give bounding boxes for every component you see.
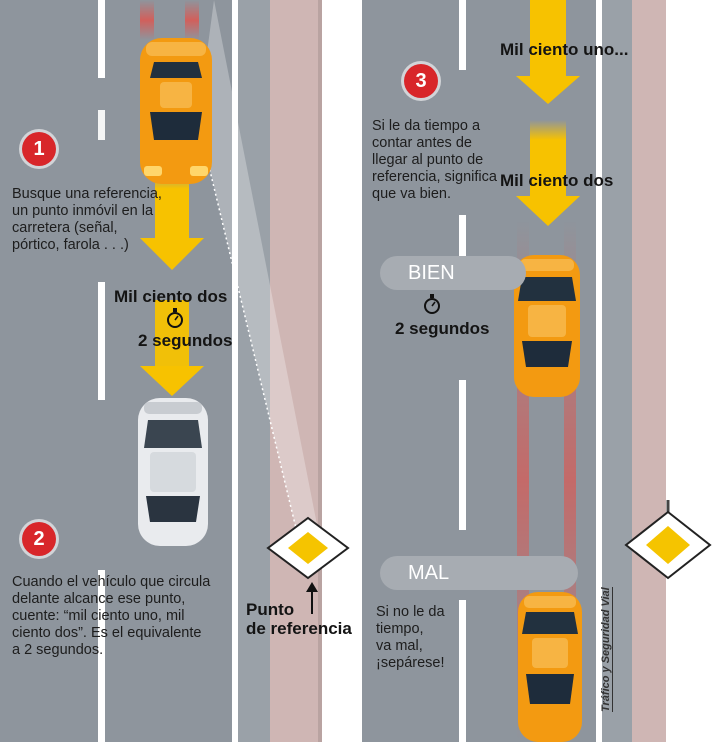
step-3-line: llegar al punto de <box>372 152 484 168</box>
reference-label-line: Punto <box>246 600 295 619</box>
right-seconds-label: 2 segundos <box>395 319 490 338</box>
right-distance-arrow <box>516 0 580 226</box>
credit-label: Tráfico y Seguridad Vial <box>600 587 613 712</box>
step-1-line: Busque una referencia, <box>12 186 162 202</box>
step-1-text: Busque una referencia, un punto inmóvil … <box>12 186 162 254</box>
left-orange-car <box>140 38 212 184</box>
step-2-badge: 2 <box>22 522 56 556</box>
step-3-line: que va bien. <box>372 186 452 202</box>
right-shoulder <box>632 0 666 742</box>
right-road-edge-line <box>596 0 602 742</box>
bad-text-line: va mal, <box>376 638 423 654</box>
step-2-line: ciento dos”. Es el equivalente <box>12 625 202 641</box>
right-lane-dashes <box>459 0 466 742</box>
step-3-line: Si le da tiempo a <box>372 118 481 134</box>
bad-text: Si no le da tiempo, va mal, ¡sepárese! <box>376 604 486 672</box>
reference-label-line: de referencia <box>246 619 352 638</box>
seconds-label: 2 segundos <box>138 331 233 350</box>
step-1-badge: 1 <box>22 132 56 166</box>
left-shoulder <box>270 0 318 742</box>
step-3-line: contar antes de <box>372 135 472 151</box>
reference-label: Punto de referencia <box>246 600 352 638</box>
step-2-line: cuente: “mil ciento uno, mil <box>12 608 185 624</box>
step-3-text: Si le da tiempo a contar antes de llegar… <box>372 118 512 203</box>
step-2-line: delante alcance ese punto, <box>12 591 186 607</box>
bad-status-pill: MAL <box>380 556 578 590</box>
step-3-badge: 3 <box>404 64 438 98</box>
step-2-text: Cuando el vehículo que circula delante a… <box>12 574 232 659</box>
left-road-edge-line <box>232 0 238 742</box>
step-1-line: pórtico, farola . . .) <box>12 237 129 253</box>
right-orange-car <box>514 255 580 397</box>
step-2-line: a 2 segundos. <box>12 642 104 658</box>
right-priority-sign <box>624 500 712 580</box>
stopwatch-icon <box>424 294 440 314</box>
step-1-line: carretera (señal, <box>12 220 118 236</box>
reference-pointer-arrow <box>306 582 318 614</box>
right-orange-car-bottom <box>518 592 582 742</box>
stopwatch-icon <box>167 308 183 328</box>
sight-beam <box>198 0 320 545</box>
count-first-label: Mil ciento uno... <box>500 40 629 59</box>
count-second-label: Mil ciento dos <box>500 171 614 190</box>
bad-text-line: ¡sepárese! <box>376 655 445 671</box>
count-label: Mil ciento dos <box>114 287 228 306</box>
step-2-line: Cuando el vehículo que circula <box>12 574 211 590</box>
good-status-pill: BIEN <box>380 256 526 290</box>
left-white-car <box>138 398 208 546</box>
step-1-line: un punto inmóvil en la <box>12 203 154 219</box>
left-priority-sign <box>266 516 350 580</box>
left-lane-dashes <box>98 0 105 742</box>
step-3-line: referencia, significa <box>372 169 497 185</box>
bad-text-line: tiempo, <box>376 621 424 637</box>
bad-text-line: Si no le da <box>376 604 445 620</box>
